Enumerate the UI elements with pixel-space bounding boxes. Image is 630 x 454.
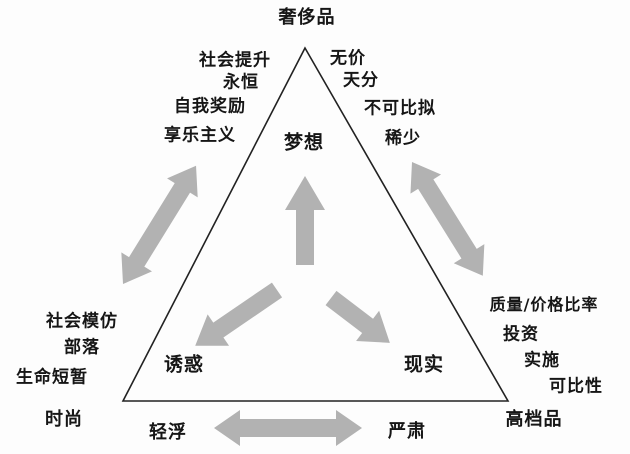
bottom-axis-double-arrow-icon xyxy=(214,410,362,446)
inner-label-reality: 现实 xyxy=(403,353,445,376)
right-edge-label-talent: 天分 xyxy=(343,70,379,91)
left-corner-trait-tribe: 部落 xyxy=(64,337,100,358)
left-edge-label-self-reward: 自我奖励 xyxy=(174,96,246,117)
left-corner-label-fashion: 时尚 xyxy=(45,409,83,430)
right-corner-label-premium-goods: 高档品 xyxy=(505,409,563,430)
left-corner-trait-social-imitation: 社会模仿 xyxy=(46,311,118,332)
right-edge-label-priceless: 无价 xyxy=(330,48,366,69)
right-edge-double-arrow-icon xyxy=(410,162,485,276)
down-left-arrow-icon xyxy=(195,282,283,346)
up-arrow-icon xyxy=(285,176,325,265)
left-edge-label-social-elevation: 社会提升 xyxy=(199,50,271,71)
right-edge-label-incomparable: 不可比拟 xyxy=(364,98,436,119)
bottom-axis-label-serious: 严肃 xyxy=(388,421,426,442)
left-edge-label-hedonism: 享乐主义 xyxy=(164,125,236,146)
triangle-outline xyxy=(121,46,510,402)
inner-label-dream: 梦想 xyxy=(283,131,325,154)
right-corner-trait-comparability: 可比性 xyxy=(549,376,603,397)
apex-label-luxury: 奢侈品 xyxy=(278,7,336,28)
right-corner-trait-quality-price-ratio: 质量/价格比率 xyxy=(489,295,599,314)
left-corner-trait-short-life: 生命短暂 xyxy=(16,367,88,388)
down-right-arrow-icon xyxy=(325,290,390,343)
right-corner-trait-investment: 投资 xyxy=(503,324,539,345)
right-corner-trait-implementation: 实施 xyxy=(524,350,560,371)
bottom-axis-label-frivolous: 轻浮 xyxy=(149,422,187,443)
right-edge-label-scarcity: 稀少 xyxy=(385,128,421,149)
inner-label-temptation: 诱惑 xyxy=(163,353,205,376)
left-edge-label-eternity: 永恒 xyxy=(223,72,259,93)
left-edge-double-arrow-icon xyxy=(121,165,198,284)
